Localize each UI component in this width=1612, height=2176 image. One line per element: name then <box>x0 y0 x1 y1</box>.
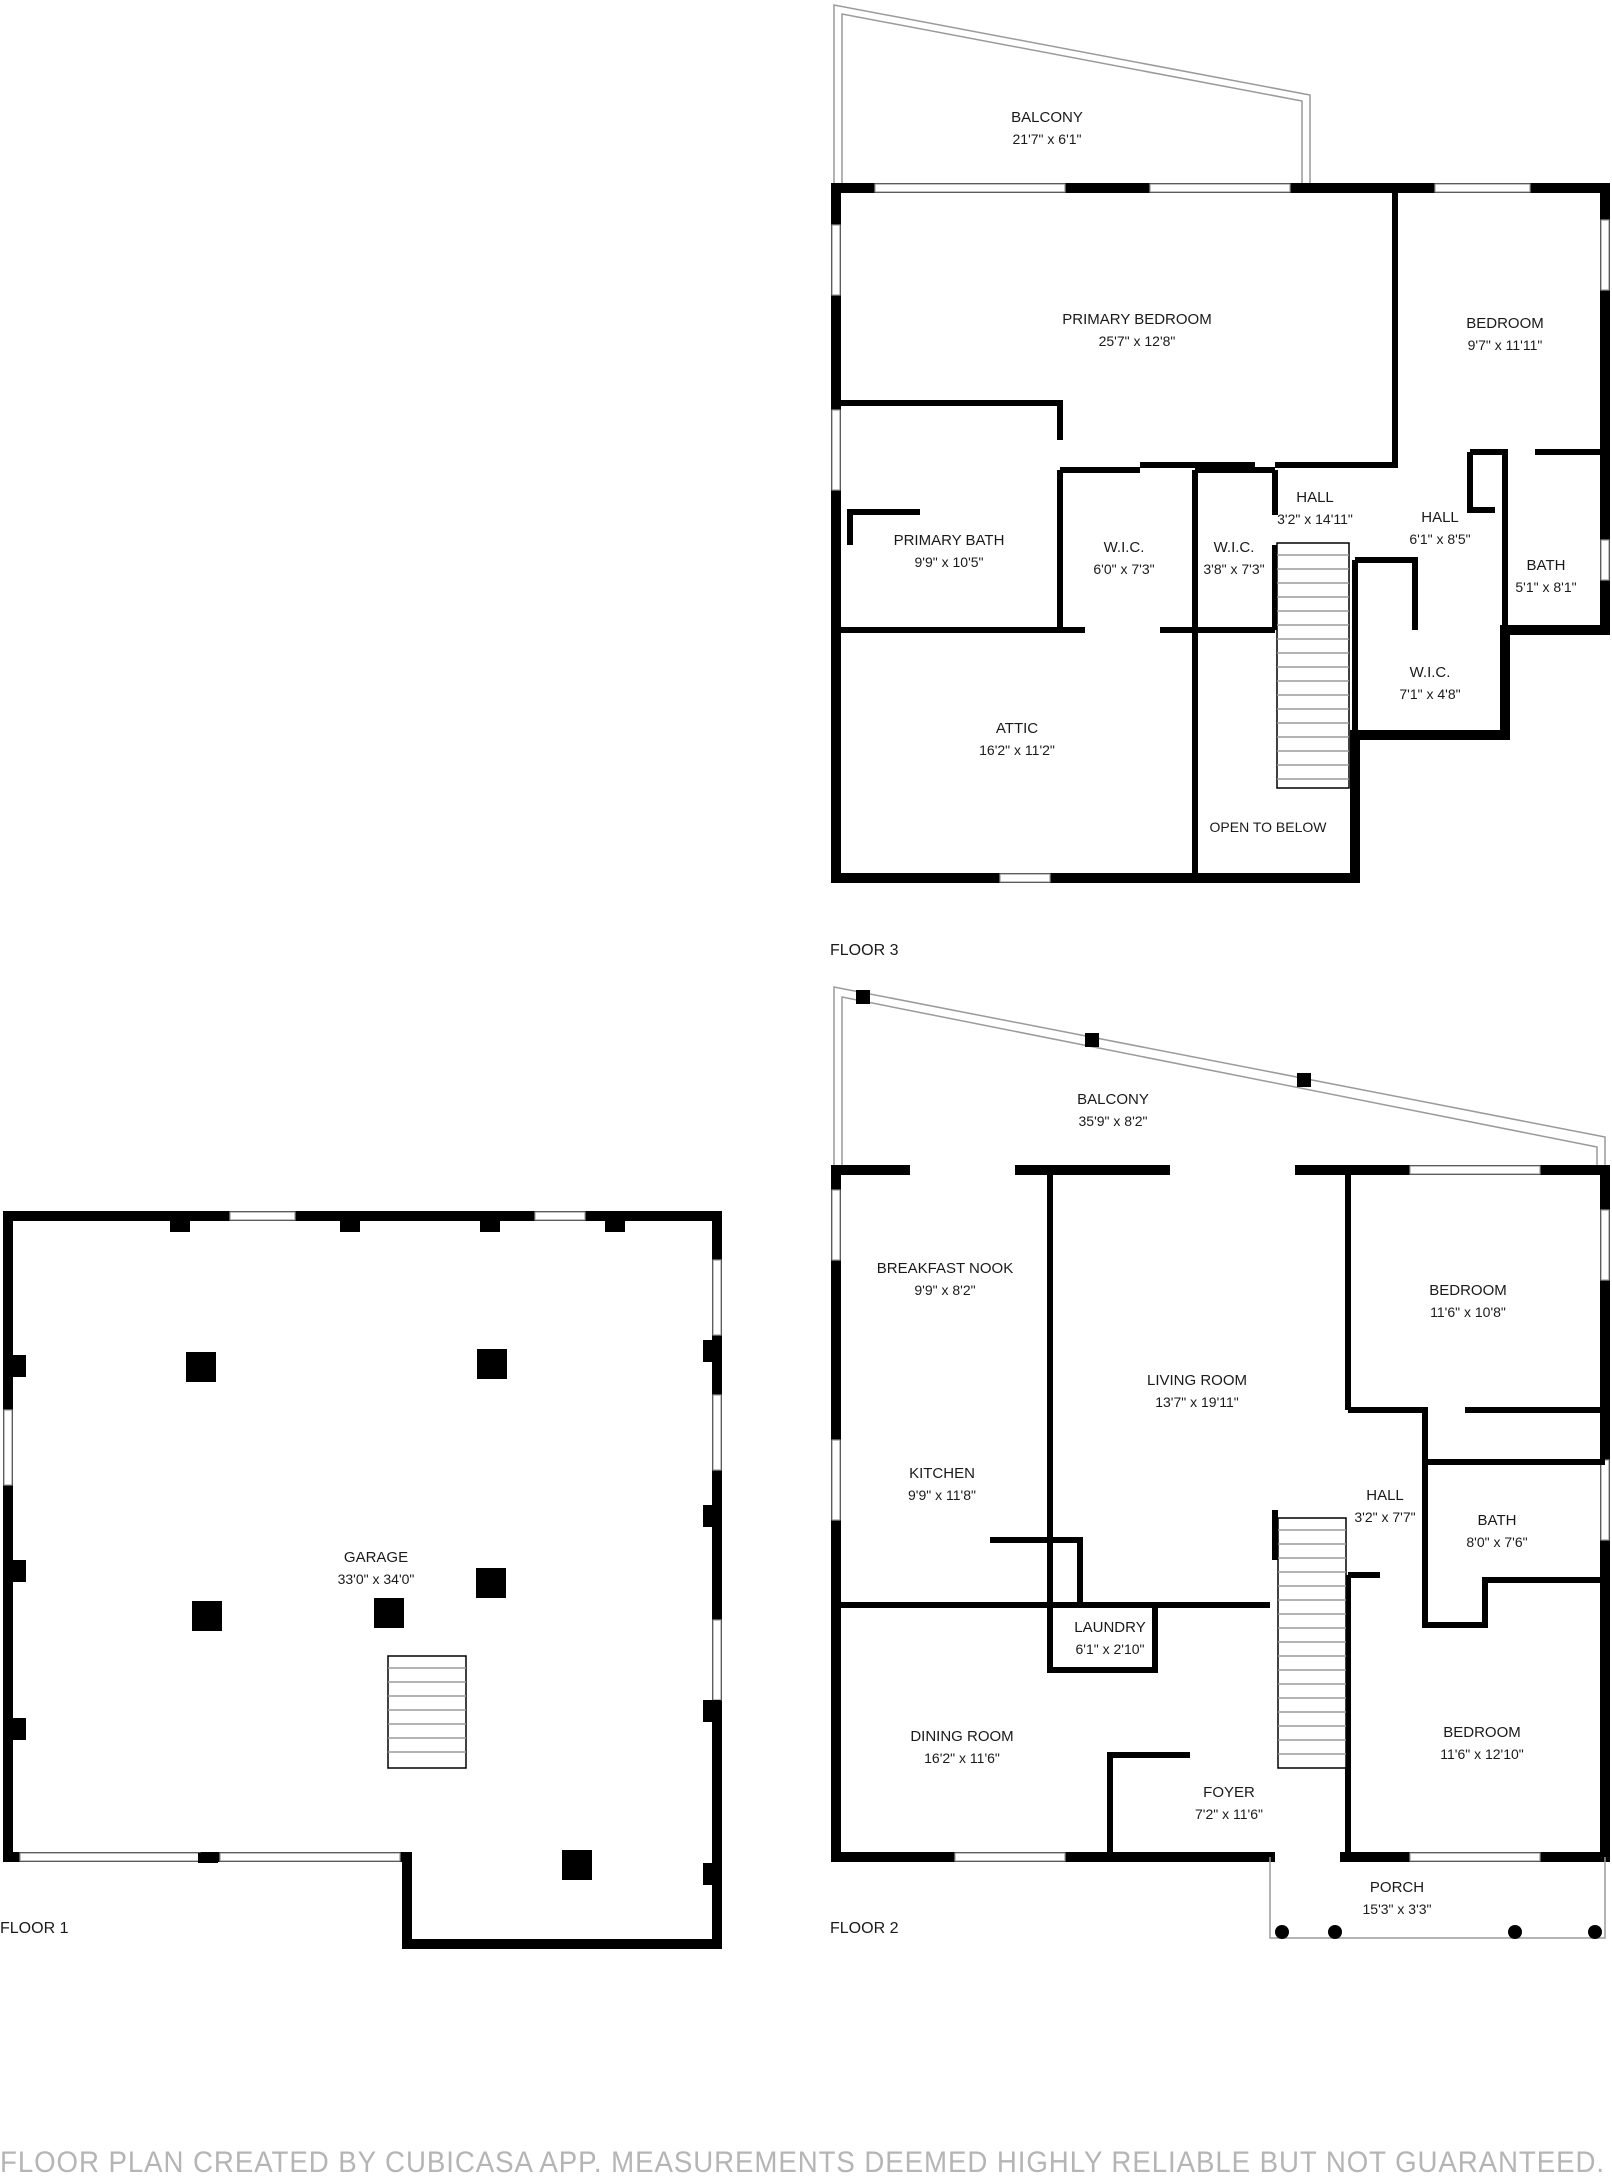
f2-bath-name: BATH <box>1478 1512 1517 1529</box>
f2-living-name: LIVING ROOM <box>1147 1372 1247 1389</box>
f3-bath-name: BATH <box>1527 557 1566 574</box>
f3-hall-2-name: HALL <box>1421 509 1459 526</box>
f2-dining-name: DINING ROOM <box>910 1728 1013 1745</box>
f3-bedroom-dim: 9'7" x 11'11" <box>1468 337 1543 353</box>
f3-primary-bedroom-name: PRIMARY BEDROOM <box>1062 311 1211 328</box>
floor-2-plan <box>831 986 1610 1939</box>
f2-laundry-dim: 6'1" x 2'10" <box>1076 1641 1145 1657</box>
floor-2-labels: BALCONY 35'9" x 8'2" BREAKFAST NOOK 9'9"… <box>830 1091 1528 1937</box>
f2-bath-dim: 8'0" x 7'6" <box>1466 1534 1527 1550</box>
f2-bedroom-1-dim: 11'6" x 10'8" <box>1430 1304 1506 1320</box>
f3-primary-bedroom-dim: 25'7" x 12'8" <box>1099 333 1176 349</box>
f2-breakfast-name: BREAKFAST NOOK <box>877 1260 1013 1277</box>
f3-balcony-dim: 21'7" x 6'1" <box>1013 131 1082 147</box>
floor-3-labels: BALCONY 21'7" x 6'1" PRIMARY BEDROOM 25'… <box>830 109 1577 959</box>
f2-foyer-name: FOYER <box>1203 1784 1255 1801</box>
f3-primary-bath-name: PRIMARY BATH <box>894 532 1005 549</box>
f2-balcony-dim: 35'9" x 8'2" <box>1079 1113 1148 1129</box>
floor-3-label: FLOOR 3 <box>830 942 899 959</box>
f2-laundry-name: LAUNDRY <box>1074 1619 1145 1636</box>
f2-kitchen-name: KITCHEN <box>909 1465 975 1482</box>
f3-wic-2-name: W.I.C. <box>1214 539 1255 556</box>
f3-attic-dim: 16'2" x 11'2" <box>979 742 1055 758</box>
f3-bedroom-name: BEDROOM <box>1466 315 1544 332</box>
f3-hall-1-name: HALL <box>1296 489 1334 506</box>
floor-1-label: FLOOR 1 <box>0 1920 69 1937</box>
f2-dining-dim: 16'2" x 11'6" <box>924 1750 1000 1766</box>
f3-wic-1-name: W.I.C. <box>1104 539 1145 556</box>
f3-wic-3-name: W.I.C. <box>1410 664 1451 681</box>
f2-balcony-name: BALCONY <box>1077 1091 1149 1108</box>
f3-hall-2-dim: 6'1" x 8'5" <box>1409 531 1470 547</box>
f2-foyer-dim: 7'2" x 11'6" <box>1195 1806 1263 1822</box>
floor-2-label: FLOOR 2 <box>830 1920 899 1937</box>
f3-primary-bath-dim: 9'9" x 10'5" <box>915 554 984 570</box>
f2-bedroom-1-name: BEDROOM <box>1429 1282 1507 1299</box>
floor-3-stair-treads <box>1277 554 1349 780</box>
floor-1-stair-treads <box>388 1667 466 1753</box>
f2-porch-dim: 15'3" x 3'3" <box>1363 1901 1432 1917</box>
f3-attic-name: ATTIC <box>996 720 1038 737</box>
f1-garage-name: GARAGE <box>344 1549 408 1566</box>
f3-open-to-below: OPEN TO BELOW <box>1210 819 1328 835</box>
f2-bedroom-2-name: BEDROOM <box>1443 1724 1521 1741</box>
f2-living-dim: 13'7" x 19'11" <box>1155 1394 1239 1410</box>
f1-garage-dim: 33'0" x 34'0" <box>338 1571 415 1587</box>
f3-bath-dim: 5'1" x 8'1" <box>1515 579 1576 595</box>
f2-hall-dim: 3'2" x 7'7" <box>1354 1509 1415 1525</box>
f2-bedroom-2-dim: 11'6" x 12'10" <box>1440 1746 1524 1762</box>
f2-kitchen-dim: 9'9" x 11'8" <box>908 1487 976 1503</box>
footer-disclaimer: FLOOR PLAN CREATED BY CUBICASA APP. MEAS… <box>0 2146 1605 2176</box>
f3-wic-2-dim: 3'8" x 7'3" <box>1203 561 1264 577</box>
f2-porch-name: PORCH <box>1370 1879 1424 1896</box>
floor-2-stair-treads <box>1278 1529 1346 1755</box>
f2-breakfast-dim: 9'9" x 8'2" <box>914 1282 975 1298</box>
f3-balcony-name: BALCONY <box>1011 109 1083 126</box>
floor-1-plan <box>3 1211 722 1949</box>
floor-1-labels: GARAGE 33'0" x 34'0" FLOOR 1 <box>0 1549 414 1937</box>
floor-3-plan <box>831 4 1610 883</box>
f3-wic-1-dim: 6'0" x 7'3" <box>1093 561 1154 577</box>
f2-hall-name: HALL <box>1366 1487 1404 1504</box>
f3-wic-3-dim: 7'1" x 4'8" <box>1399 686 1460 702</box>
f3-hall-1-dim: 3'2" x 14'11" <box>1277 511 1353 527</box>
